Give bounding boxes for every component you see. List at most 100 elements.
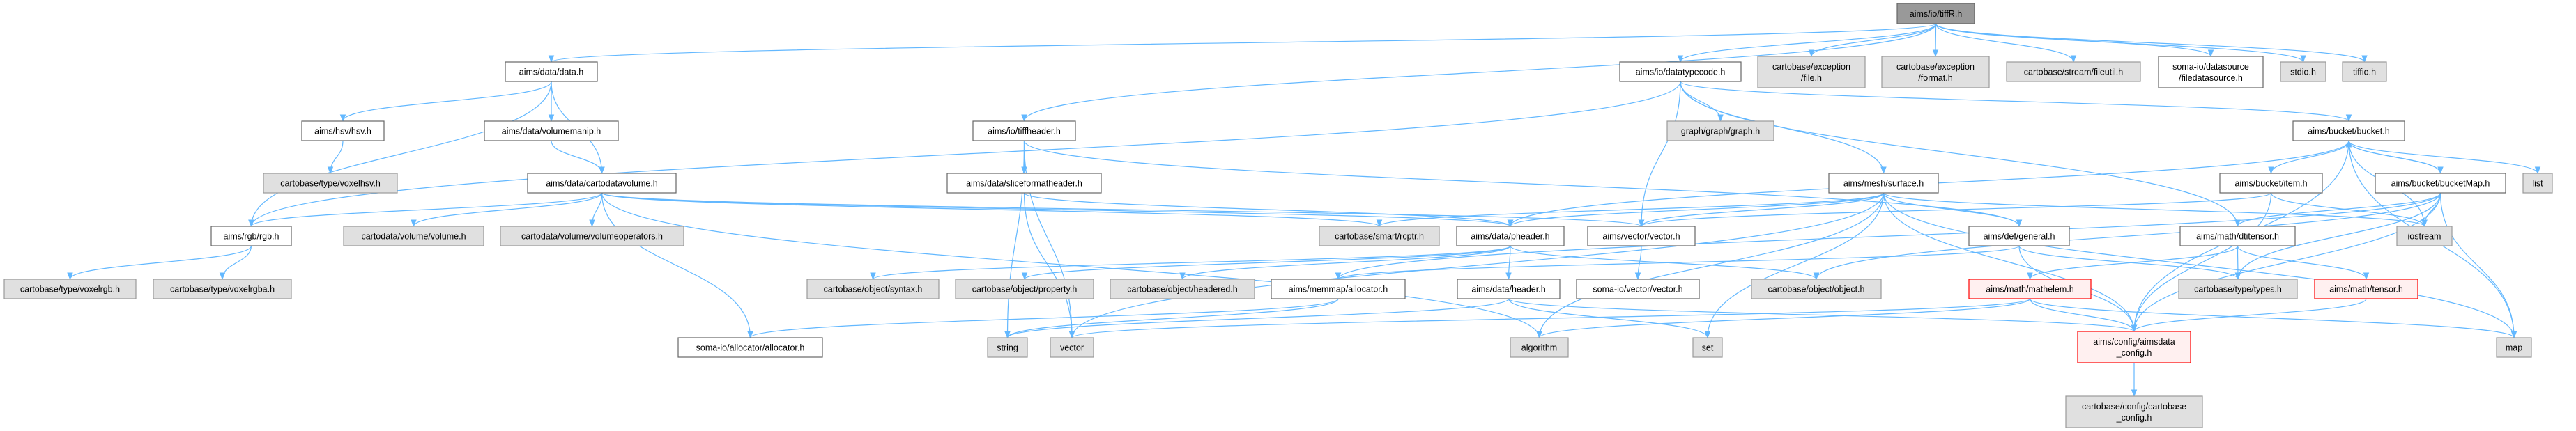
node-bucketMap[interactable]: aims/bucket/bucketMap.h	[2375, 173, 2506, 194]
node-types[interactable]: cartobase/type/types.h	[2178, 279, 2298, 299]
edge-line	[248, 81, 552, 228]
edge-line	[411, 192, 603, 228]
node-surface[interactable]: aims/mesh/surface.h	[1828, 173, 1939, 194]
node-memallocator[interactable]: aims/memmap/allocator.h	[1271, 279, 1406, 299]
edge-line	[2029, 298, 2517, 339]
node-label: cartobase/exception	[1772, 62, 1850, 72]
node-iostream[interactable]: iostream	[2396, 226, 2453, 246]
node-volume[interactable]: cartodata/volume/volume.h	[343, 226, 484, 246]
edge-bucket-to-item	[2268, 140, 2349, 175]
node-stdio[interactable]: stdio.h	[2280, 61, 2326, 82]
node-aimsdataconfig[interactable]: aims/config/aimsdata_config.h	[2077, 331, 2191, 363]
node-excfile[interactable]: cartobase/exception/file.h	[1757, 56, 1866, 88]
node-box	[1456, 226, 1565, 246]
node-tensor[interactable]: aims/math/tensor.h	[2314, 279, 2418, 299]
node-hsv[interactable]: aims/hsv/hsv.h	[301, 120, 385, 141]
node-box	[1576, 279, 1700, 299]
node-item[interactable]: aims/bucket/item.h	[2219, 173, 2323, 194]
node-rcptr[interactable]: cartobase/smart/rcptr.h	[1319, 226, 1440, 246]
node-fileutil[interactable]: cartobase/stream/fileutil.h	[2006, 61, 2141, 82]
node-sliceformatheader[interactable]: aims/data/sliceformatheader.h	[946, 173, 1102, 194]
node-syntax[interactable]: cartobase/object/syntax.h	[806, 279, 940, 299]
edge-line	[1068, 192, 1885, 339]
node-object[interactable]: cartobase/object/object.h	[1751, 279, 1882, 299]
node-graph[interactable]: graph/graph/graph.h	[1666, 120, 1774, 141]
node-box	[2292, 120, 2405, 141]
node-tiffheader[interactable]: aims/io/tiffheader.h	[972, 120, 1076, 141]
node-vector[interactable]: vector	[1050, 337, 1094, 358]
node-set[interactable]: set	[1692, 337, 1723, 358]
node-filedatasource[interactable]: soma-io/datasource/filedatasource.h	[2158, 56, 2264, 88]
node-map[interactable]: map	[2496, 337, 2532, 358]
node-tiffio[interactable]: tiffio.h	[2342, 61, 2387, 82]
node-list[interactable]: list	[2522, 173, 2553, 194]
node-box	[527, 173, 677, 194]
edge-line	[1376, 192, 1885, 228]
node-header[interactable]: aims/data/header.h	[1457, 279, 1561, 299]
edge-line	[1883, 192, 2517, 339]
node-voxelhsv[interactable]: cartobase/type/voxelhsv.h	[263, 173, 398, 194]
edge-tiffR-to-stdio	[1935, 23, 2306, 63]
node-label: aims/data/volumemanip.h	[502, 127, 601, 136]
edge-line	[589, 192, 603, 228]
edge-line	[2234, 245, 2241, 281]
edge-line	[1004, 140, 1025, 339]
edge-line	[1023, 192, 1075, 339]
node-label: /filedatasource.h	[2179, 73, 2243, 83]
node-property[interactable]: cartobase/object/property.h	[955, 279, 1094, 299]
edge-line	[67, 245, 252, 281]
edge-line	[2234, 192, 2441, 281]
node-data[interactable]: aims/data/data.h	[505, 61, 598, 82]
edge-line	[747, 298, 1339, 339]
node-label: string	[997, 343, 1018, 353]
node-label: aims/data/data.h	[519, 68, 583, 77]
node-bucket[interactable]: aims/bucket/bucket.h	[2292, 120, 2405, 141]
node-somaallocator[interactable]: soma-io/allocator/allocator.h	[677, 337, 823, 358]
node-rgb[interactable]: aims/rgb/rgb.h	[210, 226, 292, 246]
node-label: _config.h	[2116, 413, 2152, 423]
edge-cartodatavolume-to-somaallocator	[601, 192, 753, 339]
edge-line	[1638, 81, 1681, 228]
node-label: aims/math/mathelem.h	[1986, 285, 2073, 295]
edge-line	[601, 192, 1542, 339]
node-label: soma-io/datasource	[2172, 62, 2249, 72]
node-general[interactable]: aims/def/general.h	[1968, 226, 2070, 246]
node-box	[2077, 331, 2191, 363]
node-headered[interactable]: cartobase/object/headered.h	[1110, 279, 1255, 299]
node-box	[2179, 226, 2296, 246]
node-label: aims/math/dtitensor.h	[2196, 232, 2279, 242]
node-box	[1692, 337, 1723, 358]
node-dtitensor[interactable]: aims/math/dtitensor.h	[2179, 226, 2296, 246]
edge-tiffR-to-data	[549, 23, 1937, 63]
node-volumeoperators[interactable]: cartodata/volume/volumeoperators.h	[500, 226, 684, 246]
node-box	[1319, 226, 1440, 246]
node-box	[2342, 61, 2387, 82]
edge-pheader-to-syntax	[870, 245, 1511, 281]
node-voxelrgba[interactable]: cartobase/type/voxelrgba.h	[153, 279, 292, 299]
node-string[interactable]: string	[987, 337, 1028, 358]
edge-line	[1639, 192, 2272, 228]
edge-line	[1677, 23, 1937, 63]
node-algorithm[interactable]: algorithm	[1510, 337, 1569, 358]
edge-bucketMap-to-object	[1813, 192, 2441, 281]
edge-line	[2131, 298, 2367, 333]
node-box	[1050, 337, 1094, 358]
node-box	[1828, 173, 1939, 194]
node-excformat[interactable]: cartobase/exception/format.h	[1881, 56, 1990, 88]
node-volumemanip[interactable]: aims/data/volumemanip.h	[484, 120, 619, 141]
node-somavector[interactable]: soma-io/vector/vector.h	[1576, 279, 1700, 299]
node-label: cartobase/smart/rcptr.h	[1335, 232, 1424, 242]
node-tiffR[interactable]: aims/io/tiffR.h	[1896, 3, 1975, 24]
node-label: iostream	[2408, 232, 2441, 242]
node-cartobaseconfig[interactable]: cartobase/config/cartobase_config.h	[2065, 395, 2203, 428]
node-box	[1510, 337, 1569, 358]
node-mathelem[interactable]: aims/math/mathelem.h	[1968, 279, 2092, 299]
node-datatypecode[interactable]: aims/io/datatypecode.h	[1619, 61, 1742, 82]
node-cartodatavolume[interactable]: aims/data/cartodatavolume.h	[527, 173, 677, 194]
node-box	[806, 279, 940, 299]
edge-line	[248, 192, 603, 228]
node-pheader[interactable]: aims/data/pheader.h	[1456, 226, 1565, 246]
node-voxelrgb[interactable]: cartobase/type/voxelrgb.h	[3, 279, 137, 299]
node-label: aims/data/cartodatavolume.h	[546, 179, 658, 189]
node-aimsvector[interactable]: aims/vector/vector.h	[1587, 226, 1696, 246]
